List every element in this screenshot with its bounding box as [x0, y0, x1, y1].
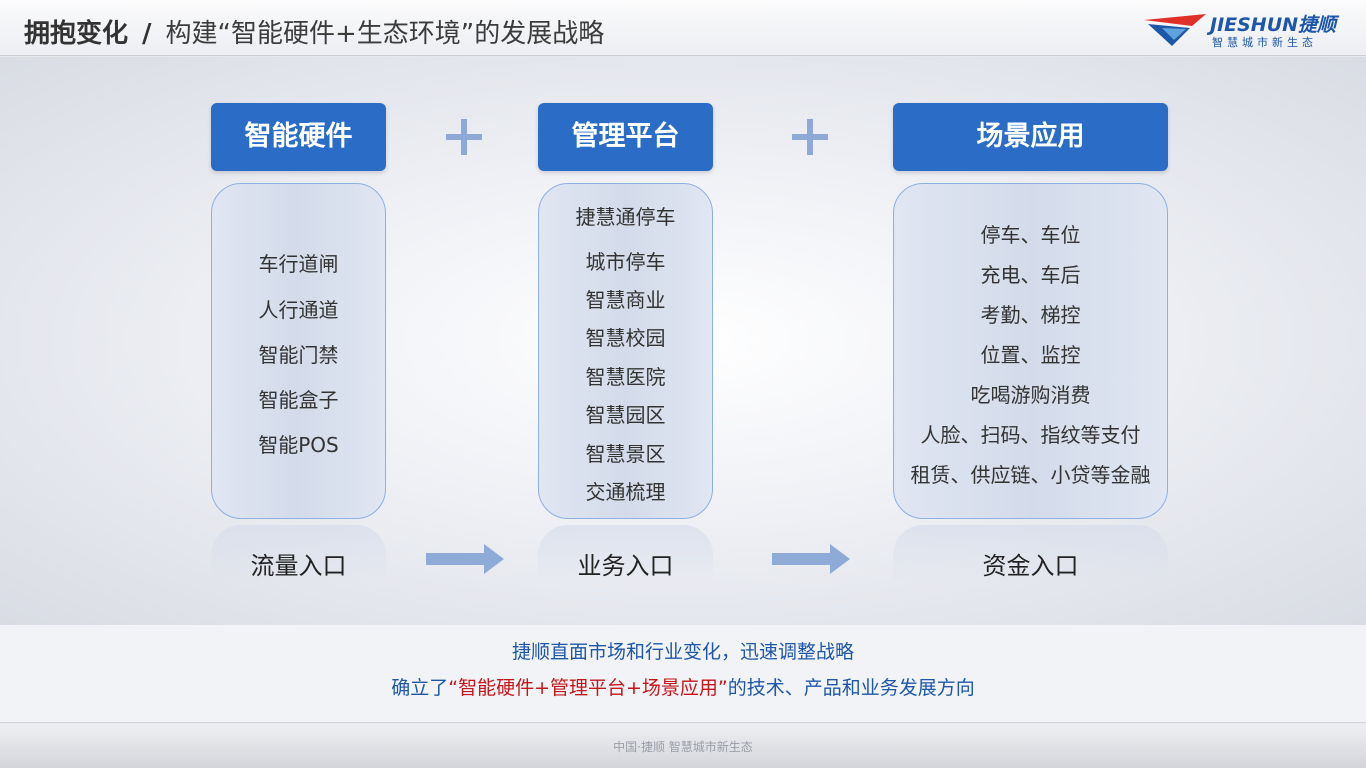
logo-tagline: 智慧城市新生态	[1212, 36, 1317, 49]
title-main: 拥抱变化	[24, 19, 129, 49]
summary-line-2: 确立了“智能硬件+管理平台+场景应用”的技术、产品和业务发展方向	[0, 673, 1366, 700]
column-body-scenarios: 停车、车位 充电、车后 考勤、梯控 位置、监控 吃喝游购消费 人脸、扫码、指纹等…	[893, 183, 1168, 519]
list-item: 智慧校园	[585, 326, 666, 350]
list-item: 租赁、供应链、小贷等金融	[910, 463, 1151, 487]
summary-line-1: 捷顺直面市场和行业变化，迅速调整战略	[511, 641, 854, 663]
page-title: 拥抱变化 / 构建“智能硬件+生态环境”的发展战略	[24, 14, 604, 54]
column-heading-hardware: 智能硬件	[211, 103, 386, 171]
footer-bar: 中国·捷顺 智慧城市新生态	[0, 724, 1366, 768]
summary-highlight: “智能硬件+管理平台+场景应用”	[448, 677, 728, 699]
plus-icon	[446, 119, 482, 155]
list-item: 停车、车位	[980, 223, 1081, 247]
list-item: 充电、车后	[980, 263, 1081, 287]
column-body-hardware: 车行道闸 人行通道 智能门禁 智能盒子 智能POS	[211, 183, 386, 519]
column-heading-platform: 管理平台	[538, 103, 713, 171]
box-reflection	[893, 525, 1168, 583]
arrow-right-icon	[426, 544, 504, 574]
column-body-platform: 捷慧通停车 城市停车 智慧商业 智慧校园 智慧医院 智慧园区 智慧景区 交通梳理	[538, 183, 713, 519]
list-item: 捷慧通停车	[575, 205, 676, 229]
summary-prefix: 确立了	[391, 677, 449, 699]
company-logo: JIESHUN捷顺 智慧城市新生态	[1142, 10, 1342, 50]
list-item: 智慧景区	[585, 442, 666, 466]
box-reflection	[538, 525, 713, 583]
list-item: 智慧商业	[585, 288, 666, 312]
arrow-right-icon	[772, 544, 850, 574]
list-item: 智慧医院	[585, 365, 666, 389]
logo-swoosh-icon	[1144, 14, 1206, 46]
box-reflection	[211, 525, 386, 583]
list-item: 车行道闸	[258, 252, 339, 276]
list-item: 智能门禁	[258, 343, 339, 367]
entry-label-business: 业务入口	[577, 552, 674, 580]
list-item: 人脸、扫码、指纹等支付	[920, 423, 1141, 447]
summary-suffix: 的技术、产品和业务发展方向	[727, 677, 975, 699]
list-item: 吃喝游购消费	[970, 383, 1091, 407]
list-item: 智慧园区	[585, 403, 666, 427]
strategy-diagram: 智能硬件 车行道闸 人行通道 智能门禁 智能盒子 智能POS 流量入口 管理平台…	[0, 57, 1366, 625]
title-slash: /	[142, 19, 152, 49]
list-item: 位置、监控	[980, 343, 1081, 367]
summary-band: 捷顺直面市场和行业变化，迅速调整战略 确立了“智能硬件+管理平台+场景应用”的技…	[0, 625, 1366, 723]
list-item: 智能POS	[258, 433, 339, 457]
footer-text: 中国·捷顺 智慧城市新生态	[613, 740, 753, 754]
list-item: 考勤、梯控	[980, 303, 1081, 327]
list-item: 智能盒子	[258, 388, 339, 412]
list-item: 人行通道	[258, 298, 339, 322]
logo-name: JIESHUN捷顺	[1210, 14, 1337, 36]
list-item: 交通梳理	[585, 480, 666, 504]
list-item: 城市停车	[585, 250, 666, 274]
entry-label-capital: 资金入口	[982, 552, 1079, 580]
title-subtitle: 构建“智能硬件+生态环境”的发展战略	[165, 19, 605, 49]
header-bar: 拥抱变化 / 构建“智能硬件+生态环境”的发展战略 JIESHUN捷顺 智慧城市新生…	[0, 0, 1366, 56]
entry-label-traffic: 流量入口	[250, 552, 347, 580]
plus-icon	[792, 119, 828, 155]
column-heading-scenarios: 场景应用	[893, 103, 1168, 171]
